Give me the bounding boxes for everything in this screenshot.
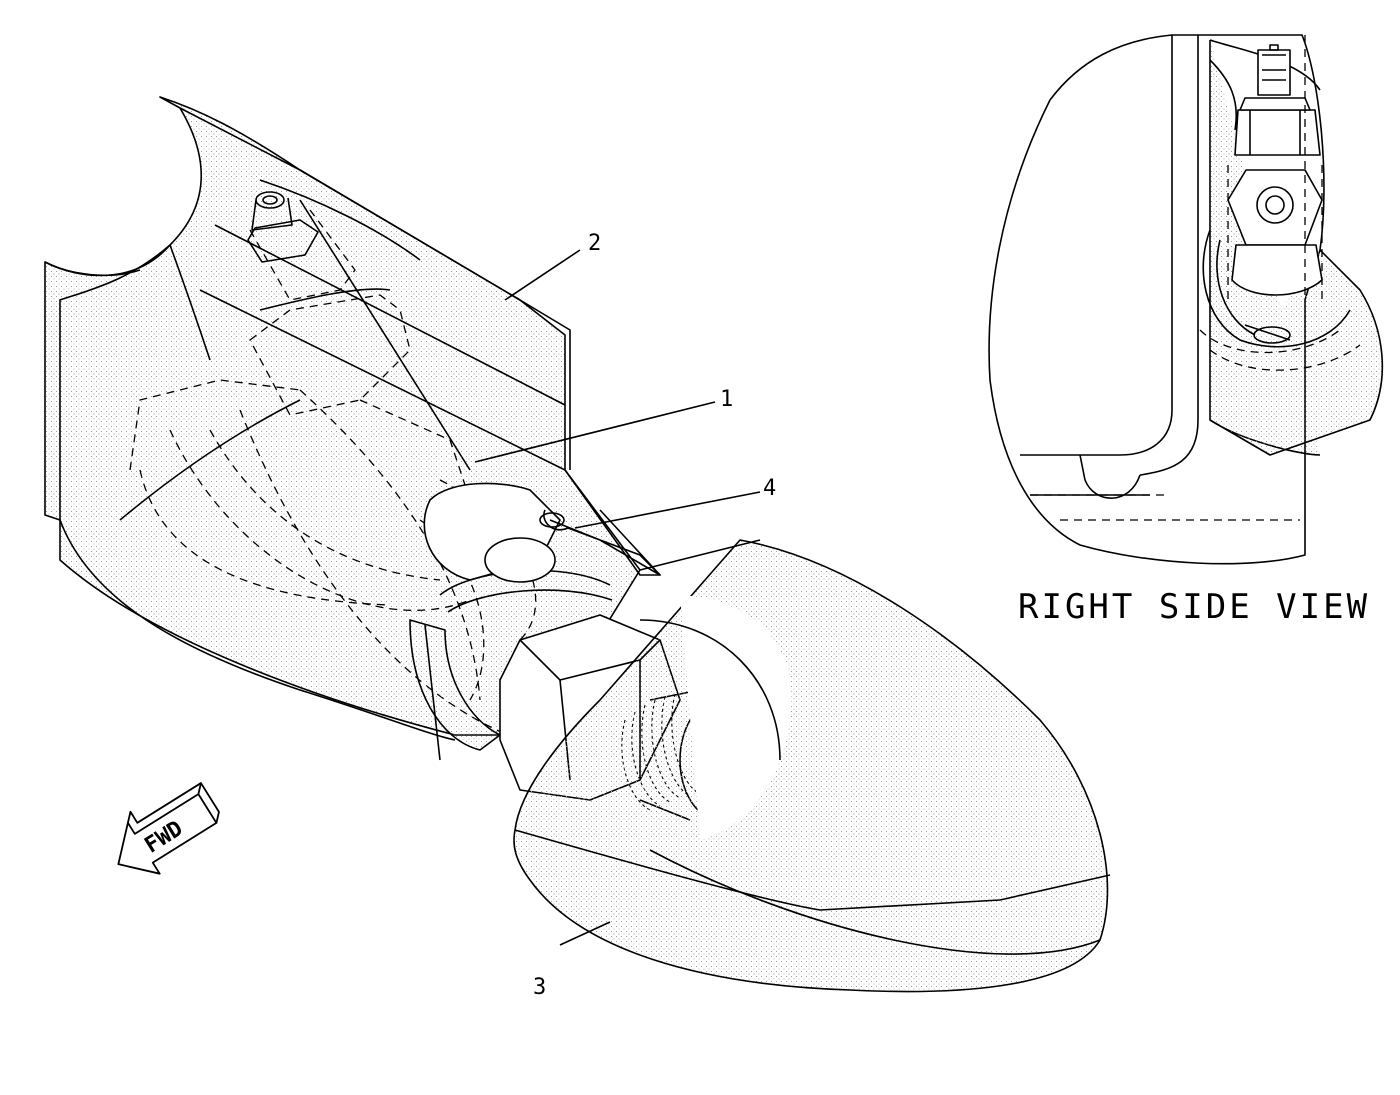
callout-2: 2	[588, 231, 601, 256]
leader-line-3	[559, 921, 611, 946]
top-connector	[247, 191, 319, 263]
leader-line-4	[574, 491, 761, 529]
leader-line-2	[504, 249, 581, 301]
safety-clip	[539, 509, 661, 576]
right-side-view-title: RIGHT SIDE VIEW	[1018, 587, 1370, 627]
leader-line-1	[474, 401, 716, 463]
right-side-view	[988, 34, 1384, 565]
callout-3: 3	[533, 975, 546, 1000]
fwd-arrow-icon: FWD	[117, 782, 220, 875]
main-assembly-view	[44, 96, 1111, 993]
clamp-band	[409, 537, 613, 761]
callout-4: 4	[763, 476, 776, 501]
leader-lines	[474, 249, 761, 946]
lower-shroud	[59, 179, 456, 741]
nose-cover	[513, 539, 1111, 993]
callout-1: 1	[720, 387, 733, 412]
sensor-hidden-outline	[129, 209, 537, 741]
